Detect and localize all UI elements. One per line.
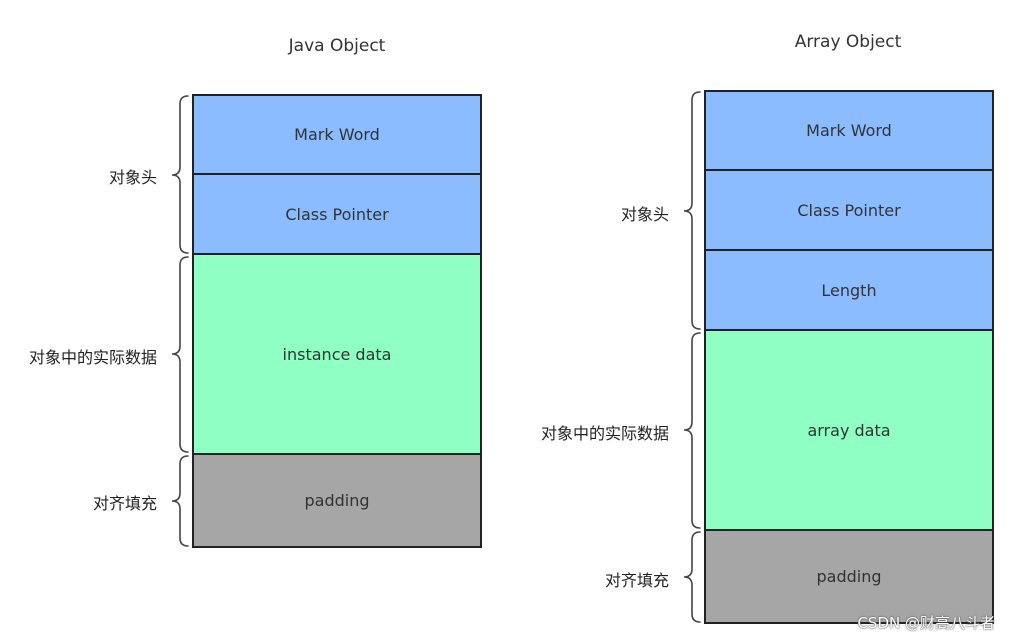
array-header-brace: [683, 91, 701, 330]
java-data-brace: [171, 256, 189, 453]
array-padding-brace: [683, 531, 701, 623]
array-header-label: 对象头: [620, 205, 669, 224]
array-padding-label: 对齐填充: [604, 571, 669, 590]
java-object-title: Java Object: [288, 36, 386, 56]
array-padding-block: padding: [704, 529, 994, 624]
java-padding-block: padding: [192, 453, 482, 548]
array-length-block: Length: [704, 249, 994, 331]
array-data-label: 对象中的实际数据: [540, 424, 669, 443]
java-header-brace: [171, 95, 189, 254]
array-class-pointer-block: Class Pointer: [704, 169, 994, 251]
array-data-brace: [683, 332, 701, 529]
array-data-block: array data: [704, 329, 994, 531]
watermark-text: CSDN @财高八斗者: [857, 614, 995, 632]
java-data-label: 对象中的实际数据: [28, 348, 157, 367]
array-mark-word-block: Mark Word: [704, 90, 994, 171]
array-object-title: Array Object: [794, 32, 902, 52]
java-class-pointer-block: Class Pointer: [192, 173, 482, 255]
java-header-label: 对象头: [108, 168, 157, 187]
java-padding-label: 对齐填充: [92, 494, 157, 513]
java-padding-brace: [171, 455, 189, 547]
